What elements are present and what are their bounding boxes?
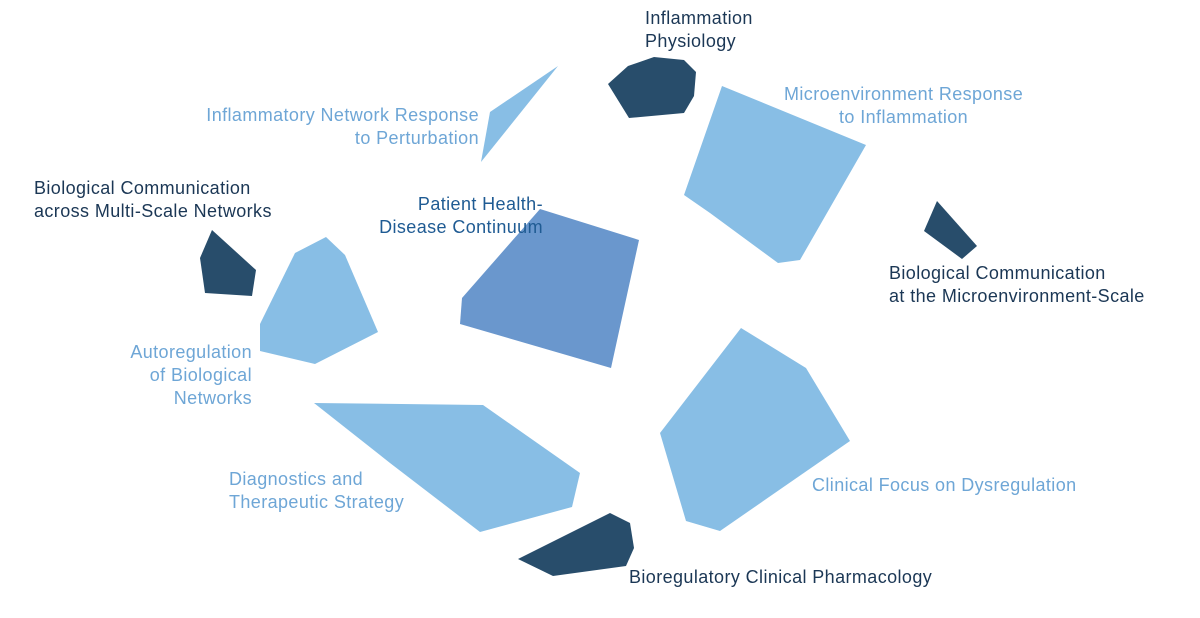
label-line: Therapeutic Strategy xyxy=(229,492,405,512)
label-diagnostics: Diagnostics and Therapeutic Strategy xyxy=(229,468,404,514)
label-inflammation-physiology: Inflammation Physiology xyxy=(645,7,753,53)
label-line: to Inflammation xyxy=(839,107,969,127)
label-line: Bioregulatory Clinical Pharmacology xyxy=(629,567,933,587)
label-bio-comm-multiscale: Biological Communication across Multi-Sc… xyxy=(34,177,272,223)
shard-inflammatory-network-response xyxy=(481,66,558,162)
shard-patient-health xyxy=(460,209,639,368)
label-line: Biological Communication xyxy=(34,178,251,198)
shard-diagnostics xyxy=(314,403,580,532)
label-line: Physiology xyxy=(645,31,737,51)
label-line: to Perturbation xyxy=(354,128,479,148)
label-line: Diagnostics and xyxy=(229,469,364,489)
label-line: Inflammation xyxy=(645,8,753,28)
label-clinical-focus: Clinical Focus on Dysregulation xyxy=(812,474,1077,497)
label-bioregulatory: Bioregulatory Clinical Pharmacology xyxy=(629,566,932,589)
label-patient-health: Patient Health- Disease Continuum xyxy=(379,193,543,239)
label-line: Microenvironment Response xyxy=(784,84,1024,104)
shard-bio-comm-multiscale xyxy=(200,230,256,296)
label-line: Patient Health- xyxy=(417,194,543,214)
label-line: at the Microenvironment-Scale xyxy=(889,286,1145,306)
label-line: across Multi-Scale Networks xyxy=(34,201,272,221)
label-line: Biological Communication xyxy=(889,263,1106,283)
label-inflammatory-network-response: Inflammatory Network Response to Perturb… xyxy=(206,104,479,150)
label-autoregulation: Autoregulation of Biological Networks xyxy=(130,341,252,410)
shard-microenvironment-response xyxy=(684,86,866,263)
label-bio-comm-microenvironment: Biological Communication at the Microenv… xyxy=(889,262,1145,308)
shard-autoregulation xyxy=(260,237,378,364)
label-line: of Biological xyxy=(149,365,252,385)
label-line: Clinical Focus on Dysregulation xyxy=(812,475,1077,495)
label-microenvironment-response: Microenvironment Response to Inflammatio… xyxy=(784,83,1023,129)
label-line: Disease Continuum xyxy=(379,217,543,237)
label-line: Inflammatory Network Response xyxy=(206,105,479,125)
label-line: Networks xyxy=(173,388,252,408)
shard-bio-comm-microenvironment xyxy=(924,201,977,259)
label-line: Autoregulation xyxy=(130,342,252,362)
shard-inflammation-physiology xyxy=(608,57,696,118)
shard-clinical-focus xyxy=(660,328,850,531)
shard-bioregulatory xyxy=(518,513,634,576)
